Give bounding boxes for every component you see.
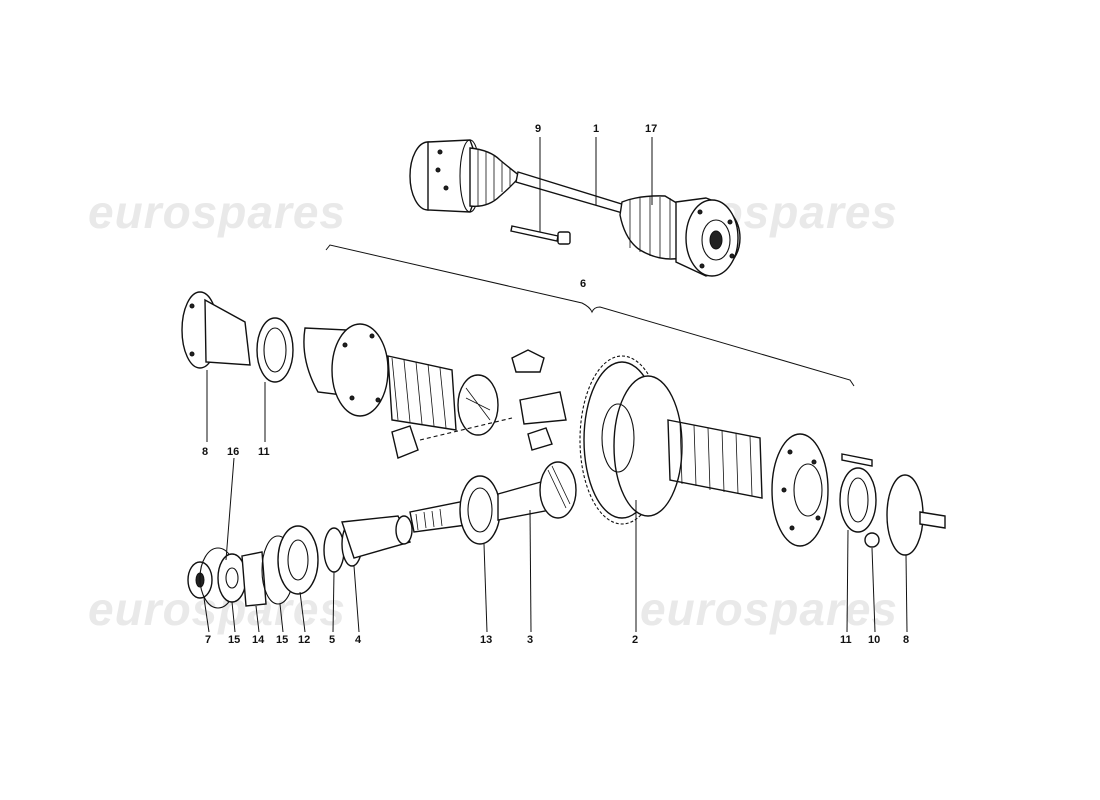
- leader-lines: [203, 137, 908, 633]
- callout-1-top: 1: [593, 123, 599, 135]
- differential-assembly: [181, 291, 946, 556]
- callout-14: 14: [252, 634, 265, 646]
- callout-17-top: 17: [645, 123, 657, 135]
- callout-7: 7: [205, 634, 211, 646]
- callout-12: 12: [298, 634, 310, 646]
- callout-9-top: 9: [535, 123, 541, 135]
- callout-10: 10: [868, 634, 880, 646]
- group-bracket-6: [325, 244, 855, 387]
- callout-4: 4: [355, 634, 362, 646]
- callout-15-a: 15: [228, 634, 240, 646]
- callout-5: 5: [329, 634, 335, 646]
- watermark-bottom-right: eurospares: [640, 583, 898, 635]
- callout-3: 3: [527, 634, 533, 646]
- callout-11-right: 11: [840, 634, 852, 646]
- callout-11-left: 11: [258, 446, 270, 458]
- watermark-top-left: eurospares: [88, 186, 346, 238]
- drive-shaft-assembly: [409, 139, 741, 277]
- callout-15-b: 15: [276, 634, 288, 646]
- callout-6: 6: [580, 278, 586, 290]
- callout-13: 13: [480, 634, 492, 646]
- callout-8-left: 8: [202, 446, 208, 458]
- callout-16: 16: [227, 446, 239, 458]
- callout-8-right: 8: [903, 634, 909, 646]
- pinion-shaft-assembly: [187, 461, 577, 609]
- callout-labels: 9 1 17 6 8 11 16 7 15 14 15 12 5 4 13 3 …: [202, 123, 909, 646]
- callout-2: 2: [632, 634, 638, 646]
